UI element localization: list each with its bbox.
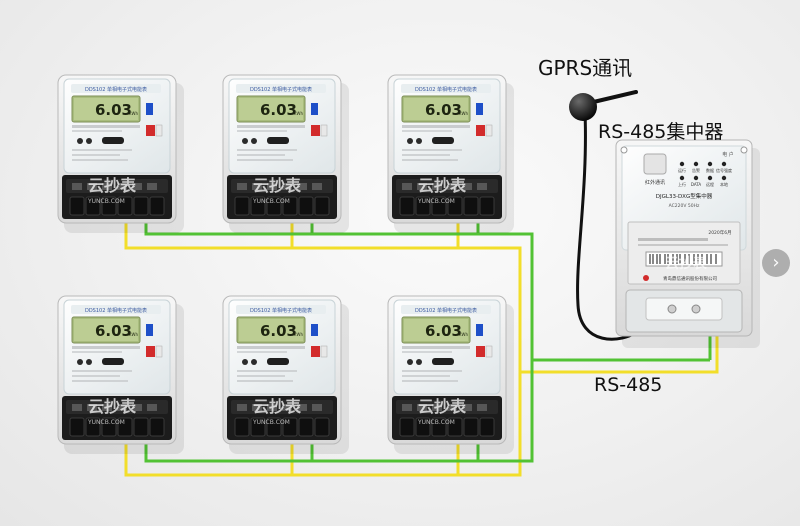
chevron-right-icon: › xyxy=(772,252,780,273)
svg-text:本地: 本地 xyxy=(720,181,728,187)
meter-1 xyxy=(57,74,185,234)
svg-text:青岛鼎信通讯股份有限公司: 青岛鼎信通讯股份有限公司 xyxy=(663,275,717,282)
meter-5 xyxy=(222,295,350,455)
antenna-base-icon xyxy=(569,93,597,121)
meter-2 xyxy=(222,74,350,234)
svg-text:运行: 运行 xyxy=(678,167,686,173)
svg-text:电 户: 电 户 xyxy=(722,151,734,158)
concentrator: 红外通讯 运行告警数据信号强度 上行 DATA 远程本地 DJGL33-DXG型集中… xyxy=(615,139,760,348)
svg-text:2020年6月: 2020年6月 xyxy=(708,229,731,236)
antenna-cable xyxy=(576,111,641,341)
svg-text:DJGL33-DXG型集中器: DJGL33-DXG型集中器 xyxy=(656,192,713,200)
svg-text:上行: 上行 xyxy=(678,181,686,187)
gprs-label: GPRS通讯 xyxy=(538,56,633,80)
svg-text:DATA: DATA xyxy=(691,182,702,187)
svg-text:AC220V 50Hz: AC220V 50Hz xyxy=(669,203,700,209)
svg-text:红外通讯: 红外通讯 xyxy=(645,179,665,186)
svg-text:信号强度: 信号强度 xyxy=(716,167,732,173)
meter-3 xyxy=(387,74,515,234)
next-slide-button[interactable]: › xyxy=(762,249,790,277)
svg-text:云抄表: 云抄表 xyxy=(665,255,708,272)
rs485-bus-label: RS-485 xyxy=(594,374,663,396)
svg-text:远程: 远程 xyxy=(706,181,714,187)
svg-text:告警: 告警 xyxy=(692,167,700,173)
gprs-antenna xyxy=(569,90,641,341)
wire-yellow-to-concentrator xyxy=(518,330,719,374)
svg-text:数据: 数据 xyxy=(706,167,714,173)
meter-6 xyxy=(387,295,515,455)
wire-yellow-bottom xyxy=(124,372,522,477)
meter-4 xyxy=(57,295,185,455)
concentrator-label: RS-485集中器 xyxy=(598,121,724,143)
